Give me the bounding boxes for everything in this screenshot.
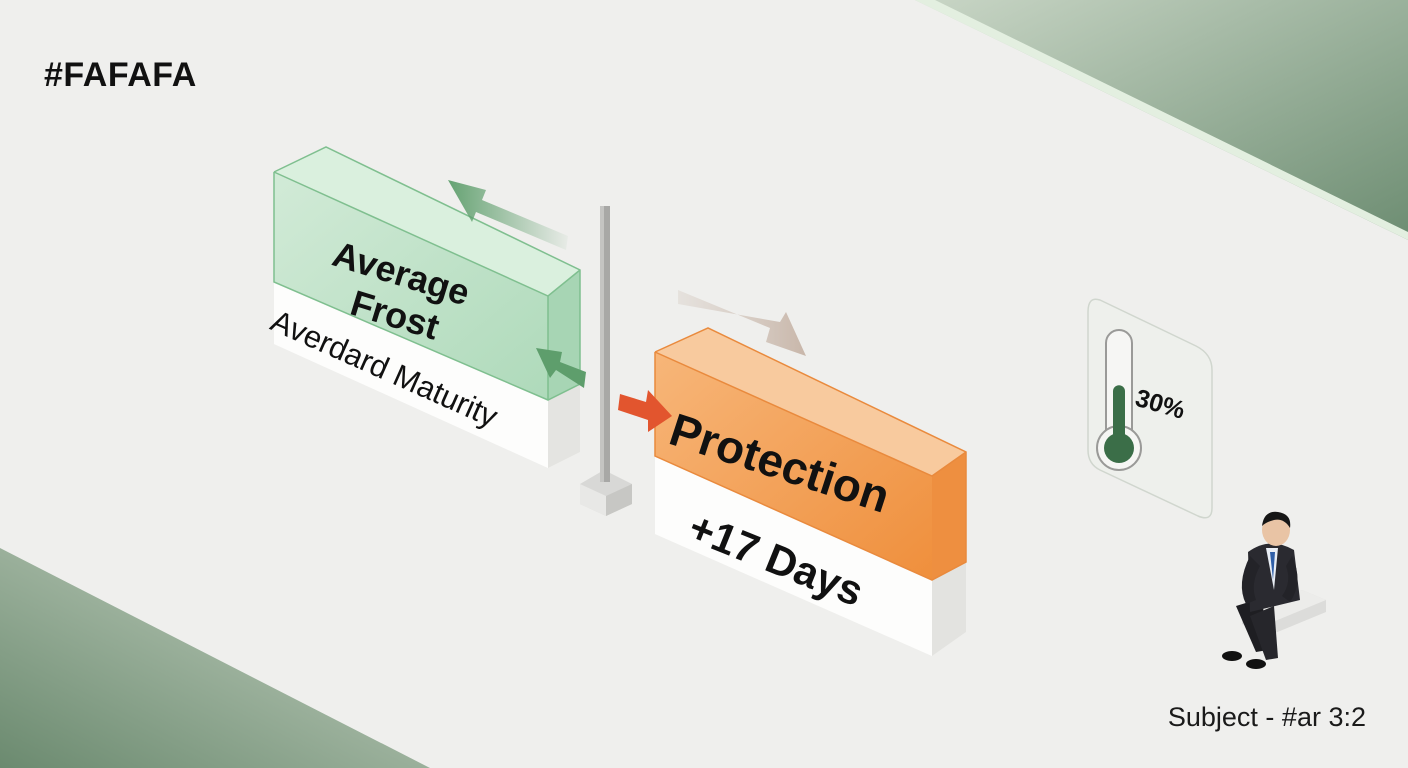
bottom-left-band: [0, 548, 430, 768]
arrow-inward-icon: [536, 348, 586, 388]
arrow-right-icon: [678, 290, 806, 356]
divider-pole: [580, 206, 632, 516]
color-code-label: #FAFAFA: [44, 56, 197, 94]
arrow-left-icon: [448, 180, 568, 250]
subject-footer-label: Subject - #ar 3:2: [1167, 702, 1366, 732]
arrow-incoming-icon: [618, 390, 672, 432]
thermometer-icon: [1096, 329, 1142, 471]
seated-person-figure: [1222, 511, 1326, 669]
top-right-band-edge: [915, 0, 1408, 240]
frost-block: [273, 146, 581, 468]
protection-block: [654, 327, 967, 656]
